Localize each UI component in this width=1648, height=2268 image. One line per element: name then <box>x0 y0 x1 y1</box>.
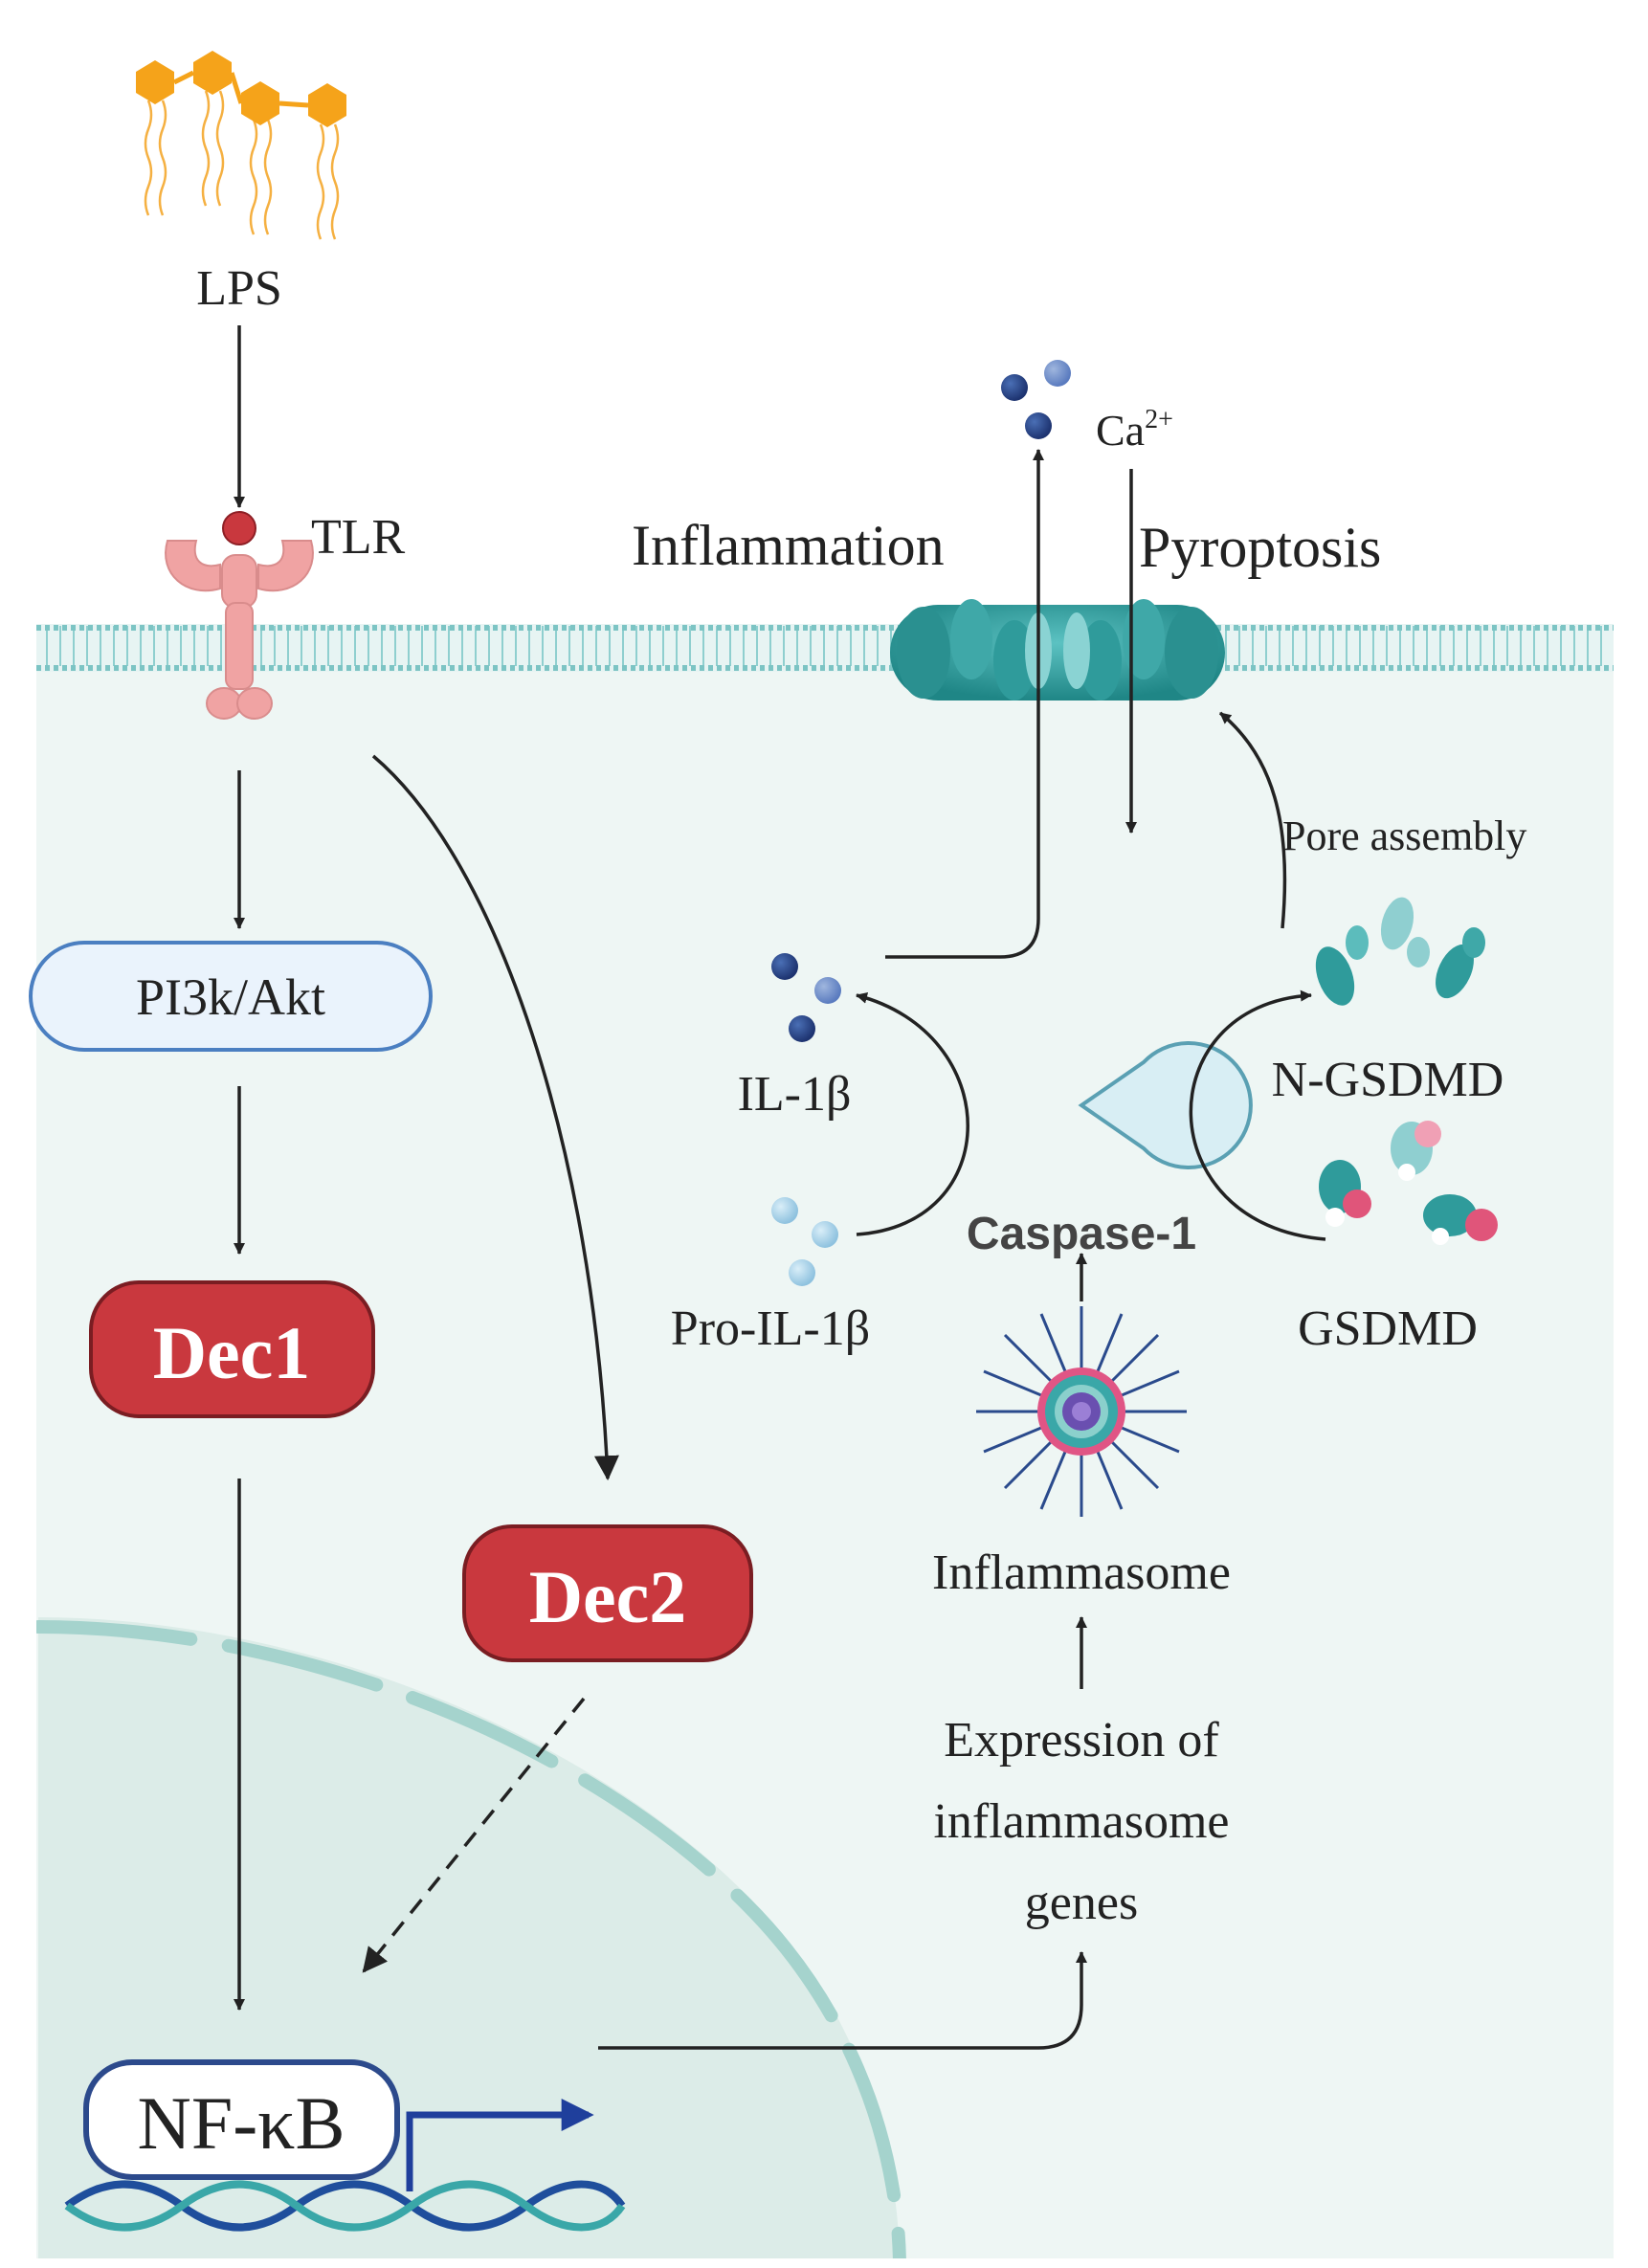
dec2-node: Dec2 <box>462 1524 753 1662</box>
dna-helix-icon <box>64 2180 626 2232</box>
gsdmd-icon <box>1319 1121 1498 1245</box>
expression-label-line3: genes <box>1025 1876 1138 1930</box>
caspase1-icon <box>1078 1041 1253 1169</box>
arrow-gsdmd-to-n-gsdmd <box>1189 989 1326 1241</box>
pro-il1b-icon <box>771 1197 838 1286</box>
n-gsdmd-icon <box>1315 897 1485 1006</box>
inflammation-label: Inflammation <box>632 514 945 577</box>
lps-label: LPS <box>196 261 282 316</box>
calcium-label: Ca2+ <box>1096 405 1173 455</box>
calcium-superscript: 2+ <box>1145 405 1173 434</box>
caspase1-label: Caspase-1 <box>967 1209 1196 1259</box>
lps-icon <box>136 51 346 240</box>
pi3k-akt-node: PI3k/Akt <box>29 941 433 1052</box>
tlr-label: TLR <box>311 510 406 565</box>
expression-label-line1: Expression of <box>944 1713 1219 1768</box>
nfkb-label: NF-κB <box>137 2081 345 2165</box>
pyroptosis-label: Pyroptosis <box>1139 516 1381 579</box>
nfkb-node: NF-κB <box>83 2059 400 2180</box>
dec1-label: Dec1 <box>153 1311 311 1394</box>
arrow-pore-assembly <box>1218 711 1287 929</box>
arrow-il1b-release <box>885 449 1044 959</box>
gsdmd-pore <box>890 599 1225 700</box>
inflammasome-label: Inflammasome <box>932 1545 1231 1600</box>
dec2-label: Dec2 <box>529 1555 687 1638</box>
tlr-receptor-icon <box>165 511 314 720</box>
dec1-node: Dec1 <box>89 1280 375 1418</box>
gsdmd-label: GSDMD <box>1298 1301 1478 1356</box>
pro-il1b-label: Pro-IL-1β <box>671 1301 870 1356</box>
il1b-icon <box>771 953 841 1042</box>
il1b-label: IL-1β <box>738 1067 852 1122</box>
expression-label-line2: inflammasome <box>933 1794 1229 1849</box>
pore-assembly-label: Pore assembly <box>1282 812 1526 859</box>
inflammasome-icon <box>976 1306 1187 1517</box>
arrow-dec2-to-nfkb <box>362 1697 586 1973</box>
pi3k-akt-label: PI3k/Akt <box>136 968 325 1026</box>
extracellular-il1b-icon <box>1001 360 1071 439</box>
cell-membrane <box>36 624 1614 672</box>
arrow-tlr-to-dec2 <box>371 754 619 1481</box>
arrow-nfkb-to-expression <box>598 1951 1087 2050</box>
promoter-arrow-icon <box>406 2099 594 2191</box>
n-gsdmd-label: N-GSDMD <box>1272 1053 1504 1107</box>
arrow-pro-il1b-to-il1b <box>856 991 969 1236</box>
